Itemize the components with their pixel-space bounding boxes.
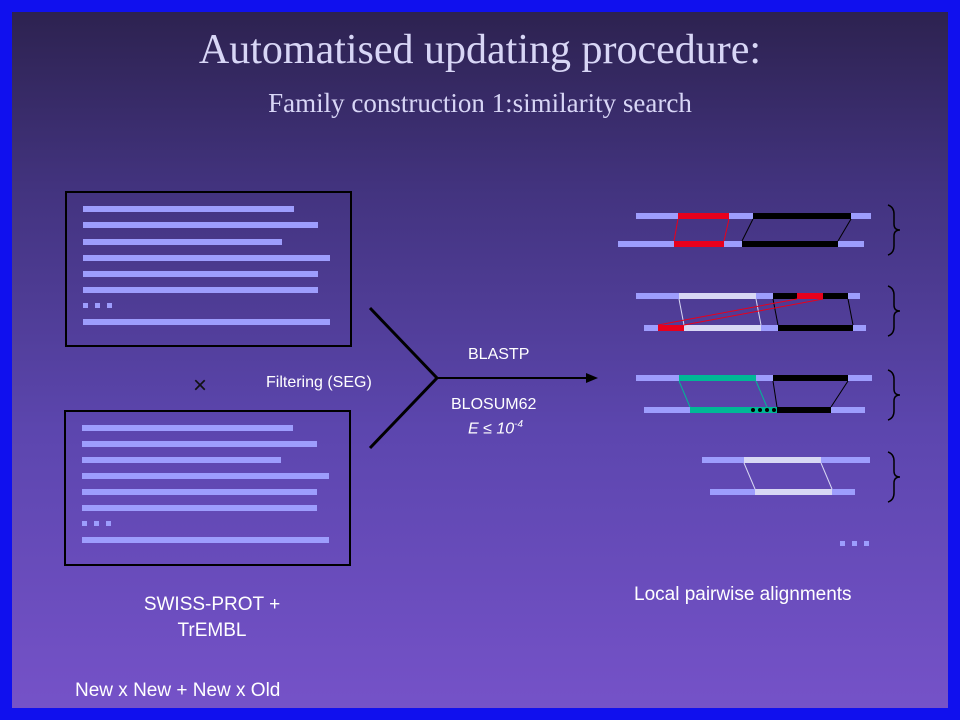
sequence-line [82,473,329,479]
ellipsis-dot [94,521,99,526]
filter-label: Filtering (SEG) [266,374,372,391]
match-segment-white [679,293,756,299]
alignment-pair-1 [618,213,871,247]
alignment-pair-2 [636,293,866,331]
ellipsis-dot [95,303,100,308]
matrix-label: BLOSUM62 [451,396,537,413]
match-segment-black [773,375,848,381]
match-segment-black [777,407,831,413]
program-label: BLASTP [468,346,530,363]
match-segment-dotted [748,407,777,413]
sequence-line [82,505,317,511]
match-segment-red [678,213,729,219]
evalue-label: E ≤ 10-4 [468,415,523,439]
fork-upper-line [368,306,439,380]
alignment-diagram [368,204,901,546]
sequence-database-box-top [65,191,352,347]
evalue-exponent: -4 [514,419,524,430]
sequence-line [82,489,317,495]
match-segment-red [658,325,684,331]
arrow-head-icon [586,373,598,383]
match-segment-white [684,325,761,331]
slide-subtitle: Family construction 1:similarity search [268,88,692,118]
sequence-line [83,206,294,212]
ellipsis-dot [106,521,111,526]
comparison-label: New x New + New x Old [75,680,281,701]
alignment-pair-4 [702,457,870,495]
match-segment-black [753,213,851,219]
match-segment-red [674,241,724,247]
fork-lower-line [368,376,439,450]
cross-symbol: × [193,372,208,399]
output-label: Local pairwise alignments [634,584,852,605]
ellipsis-icon [840,541,869,546]
match-segment-white [744,457,821,463]
match-segment-teal [690,407,748,413]
sequence-line [82,425,293,431]
match-segment-black [778,325,853,331]
match-segment-black [742,241,838,247]
ellipsis-dot [82,521,87,526]
sequence-line [83,319,330,325]
ellipsis-dot [107,303,112,308]
sequence-line [83,271,318,277]
match-segment-teal [679,375,756,381]
sequence-line [83,239,282,245]
slide-title: Automatised updating procedure: [198,27,762,73]
sequence-line [82,441,317,447]
sequence-line [82,457,281,463]
sequence-bar [618,241,864,247]
match-segment-white [755,489,832,495]
sequence-line [83,287,318,293]
alignment-pair-3 [636,375,872,413]
database-label: SWISS-PROT + TrEMBL [107,592,317,644]
sequence-line [82,537,329,543]
match-segment-red [797,293,823,299]
ellipsis-dot [83,303,88,308]
sequence-database-box-bottom [64,410,351,566]
database-label-line1: SWISS-PROT + [143,594,281,615]
database-label-line2: TrEMBL [177,620,247,641]
evalue-prefix: E ≤ 10 [468,420,515,438]
sequence-line [83,255,330,261]
slide: Automatised updating procedure: Family c… [12,12,948,708]
sequence-line [83,222,318,228]
brace-icon [887,204,901,503]
